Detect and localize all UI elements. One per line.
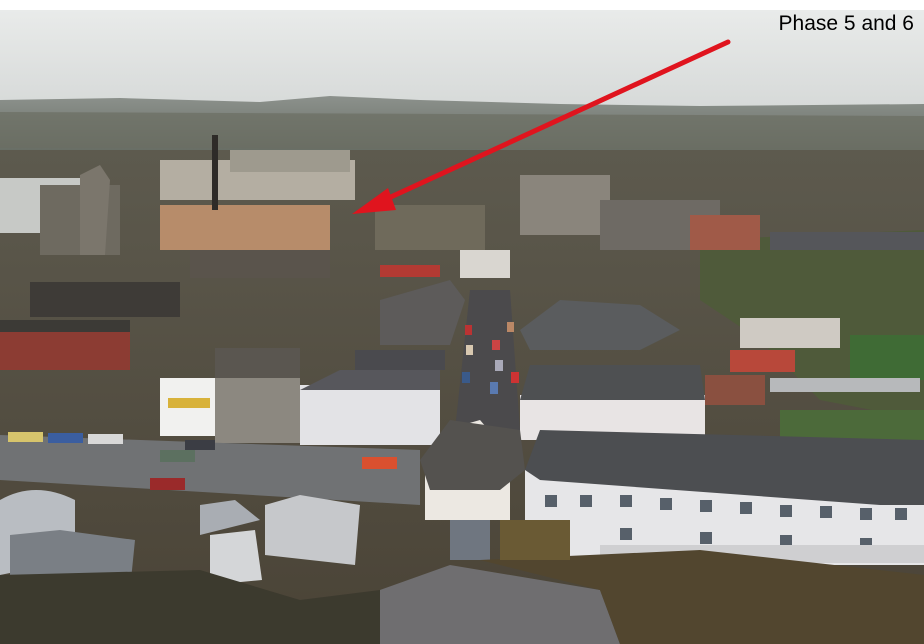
parked-cars — [462, 322, 519, 394]
arrow-head — [352, 188, 396, 214]
photo-caption: Phase 5 and 6 — [778, 12, 914, 35]
main-road — [0, 435, 420, 505]
arrow-shaft — [377, 39, 731, 205]
sky — [0, 10, 924, 110]
chimney — [212, 135, 218, 210]
